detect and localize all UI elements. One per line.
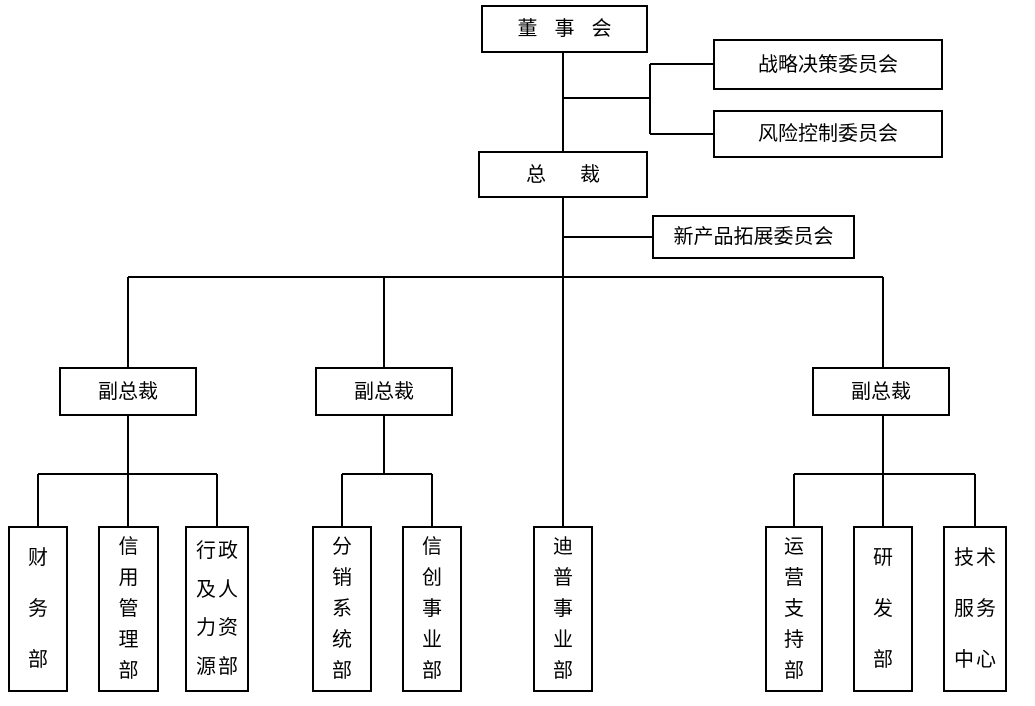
connector-vp-right-sub (793, 416, 976, 526)
node-president-label: 总裁 (526, 163, 634, 186)
node-vp-middle-label: 副总裁 (354, 380, 414, 403)
vertical-text-row: 普 (553, 567, 575, 590)
connector-vp-left-sub (37, 416, 218, 526)
node-strategic-committee-label: 战略决策委员会 (758, 53, 898, 76)
vertical-text-row: 支 (784, 597, 806, 620)
node-operations-support-dept: 运营支持部 (765, 526, 823, 692)
vertical-text-row: 源部 (196, 655, 240, 678)
node-president: 总裁 (478, 151, 648, 198)
vertical-text-row: 系 (332, 597, 354, 620)
vertical-text-row: 部 (332, 659, 354, 682)
node-xinchuang-business-dept: 信创事业部 (402, 526, 462, 692)
vertical-text-row: 运 (784, 536, 806, 559)
node-vp-left: 副总裁 (59, 367, 197, 416)
vertical-text-row: 事 (553, 597, 575, 620)
node-vp-right-label: 副总裁 (851, 380, 911, 403)
vertical-text-row: 营 (784, 567, 806, 590)
vertical-text-row: 部 (553, 659, 575, 682)
vertical-text-row: 业 (553, 628, 575, 651)
node-new-product-committee-label: 新产品拓展委员会 (673, 226, 834, 248)
node-vp-left-label: 副总裁 (98, 380, 158, 403)
node-finance-dept: 财务部 (8, 526, 68, 692)
vertical-text-row: 统 (332, 628, 354, 651)
vertical-text-row: 研 (873, 546, 895, 569)
node-tech-service-center: 技术服务中心 (943, 526, 1007, 692)
vertical-text-row: 用 (118, 567, 141, 590)
vertical-text-row: 中心 (954, 649, 998, 672)
vertical-text-row: 业 (422, 628, 444, 651)
vertical-text-row: 服务 (954, 597, 998, 620)
vertical-text-row: 信 (422, 536, 444, 559)
vertical-text-row: 信 (118, 536, 141, 559)
vertical-text-row: 创 (422, 567, 444, 590)
connector-vp-middle-sub (341, 416, 433, 526)
vertical-text-row: 行政 (196, 540, 240, 563)
vertical-text-row: 理 (118, 628, 141, 651)
node-vp-right: 副总裁 (812, 367, 950, 416)
vertical-text-row: 部 (28, 649, 50, 672)
vertical-text-row: 发 (873, 597, 895, 620)
node-new-product-committee: 新产品拓展委员会 (652, 215, 855, 259)
node-risk-committee: 风险控制委员会 (713, 110, 943, 158)
node-rd-dept: 研发部 (853, 526, 913, 692)
node-vp-middle: 副总裁 (315, 367, 453, 416)
vertical-text-row: 财 (28, 546, 50, 569)
node-strategic-committee: 战略决策委员会 (713, 39, 943, 90)
vertical-text-row: 部 (873, 649, 895, 672)
vertical-text-row: 务 (28, 597, 50, 620)
vertical-text-row: 部 (784, 659, 806, 682)
vertical-text-row: 迪 (553, 536, 575, 559)
vertical-text-row: 力资 (196, 617, 240, 640)
vertical-text-row: 部 (118, 659, 141, 682)
node-credit-management-dept: 信用管理部 (98, 526, 159, 692)
node-distribution-system-dept: 分销系统部 (312, 526, 372, 692)
vertical-text-row: 管 (118, 597, 141, 620)
vertical-text-row: 分 (332, 536, 354, 559)
vertical-text-row: 技术 (954, 546, 998, 569)
vertical-text-row: 事 (422, 597, 444, 620)
node-board: 董事会 (481, 5, 648, 53)
node-admin-hr-dept: 行政及人力资源部 (185, 526, 249, 692)
vertical-text-row: 持 (784, 628, 806, 651)
node-risk-committee-label: 风险控制委员会 (758, 123, 898, 145)
vertical-text-row: 部 (422, 659, 444, 682)
vertical-text-row: 销 (332, 567, 354, 590)
node-dipu-business-dept: 迪普事业部 (533, 526, 593, 692)
node-board-label: 董事会 (517, 18, 629, 40)
vertical-text-row: 及人 (196, 578, 240, 601)
